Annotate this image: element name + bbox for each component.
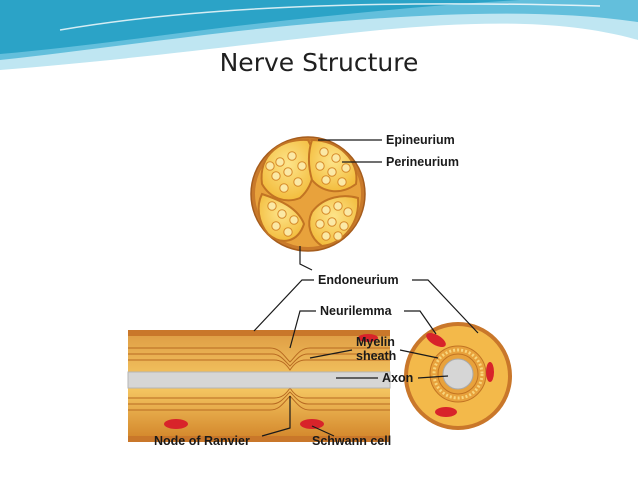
label-schwann-cell: Schwann cell	[312, 434, 391, 448]
slide-title: Nerve Structure	[219, 48, 419, 77]
label-perineurium: Perineurium	[386, 155, 459, 169]
schwann-cell-nucleus	[435, 407, 457, 417]
axon-cross-section	[442, 358, 474, 390]
nerve-cross-section	[250, 136, 366, 252]
schwann-cell-nucleus	[300, 419, 324, 429]
axon-longitudinal	[127, 371, 391, 389]
label-myelin-line1: Myelin	[356, 335, 395, 349]
longitudinal-fiber	[127, 330, 391, 442]
label-node-of-ranvier: Node of Ranvier	[154, 434, 250, 448]
label-neurilemma: Neurilemma	[320, 304, 393, 318]
schwann-cell-nucleus	[486, 362, 494, 382]
slide-header-decoration	[0, 0, 638, 70]
schwann-cell-nucleus	[426, 333, 446, 347]
label-myelin-line2: sheath	[356, 349, 396, 363]
fiber-cross-section	[404, 322, 512, 430]
diagram-labels: Epineurium Perineurium Endoneurium Neuri…	[154, 133, 459, 448]
label-endoneurium: Endoneurium	[318, 273, 399, 287]
leader-lines	[253, 139, 479, 437]
label-epineurium: Epineurium	[386, 133, 455, 147]
schwann-cell-nucleus	[358, 334, 378, 342]
label-axon: Axon	[382, 371, 413, 385]
endoneurium-fibers	[265, 147, 353, 241]
schwann-cell-nucleus	[164, 419, 188, 429]
